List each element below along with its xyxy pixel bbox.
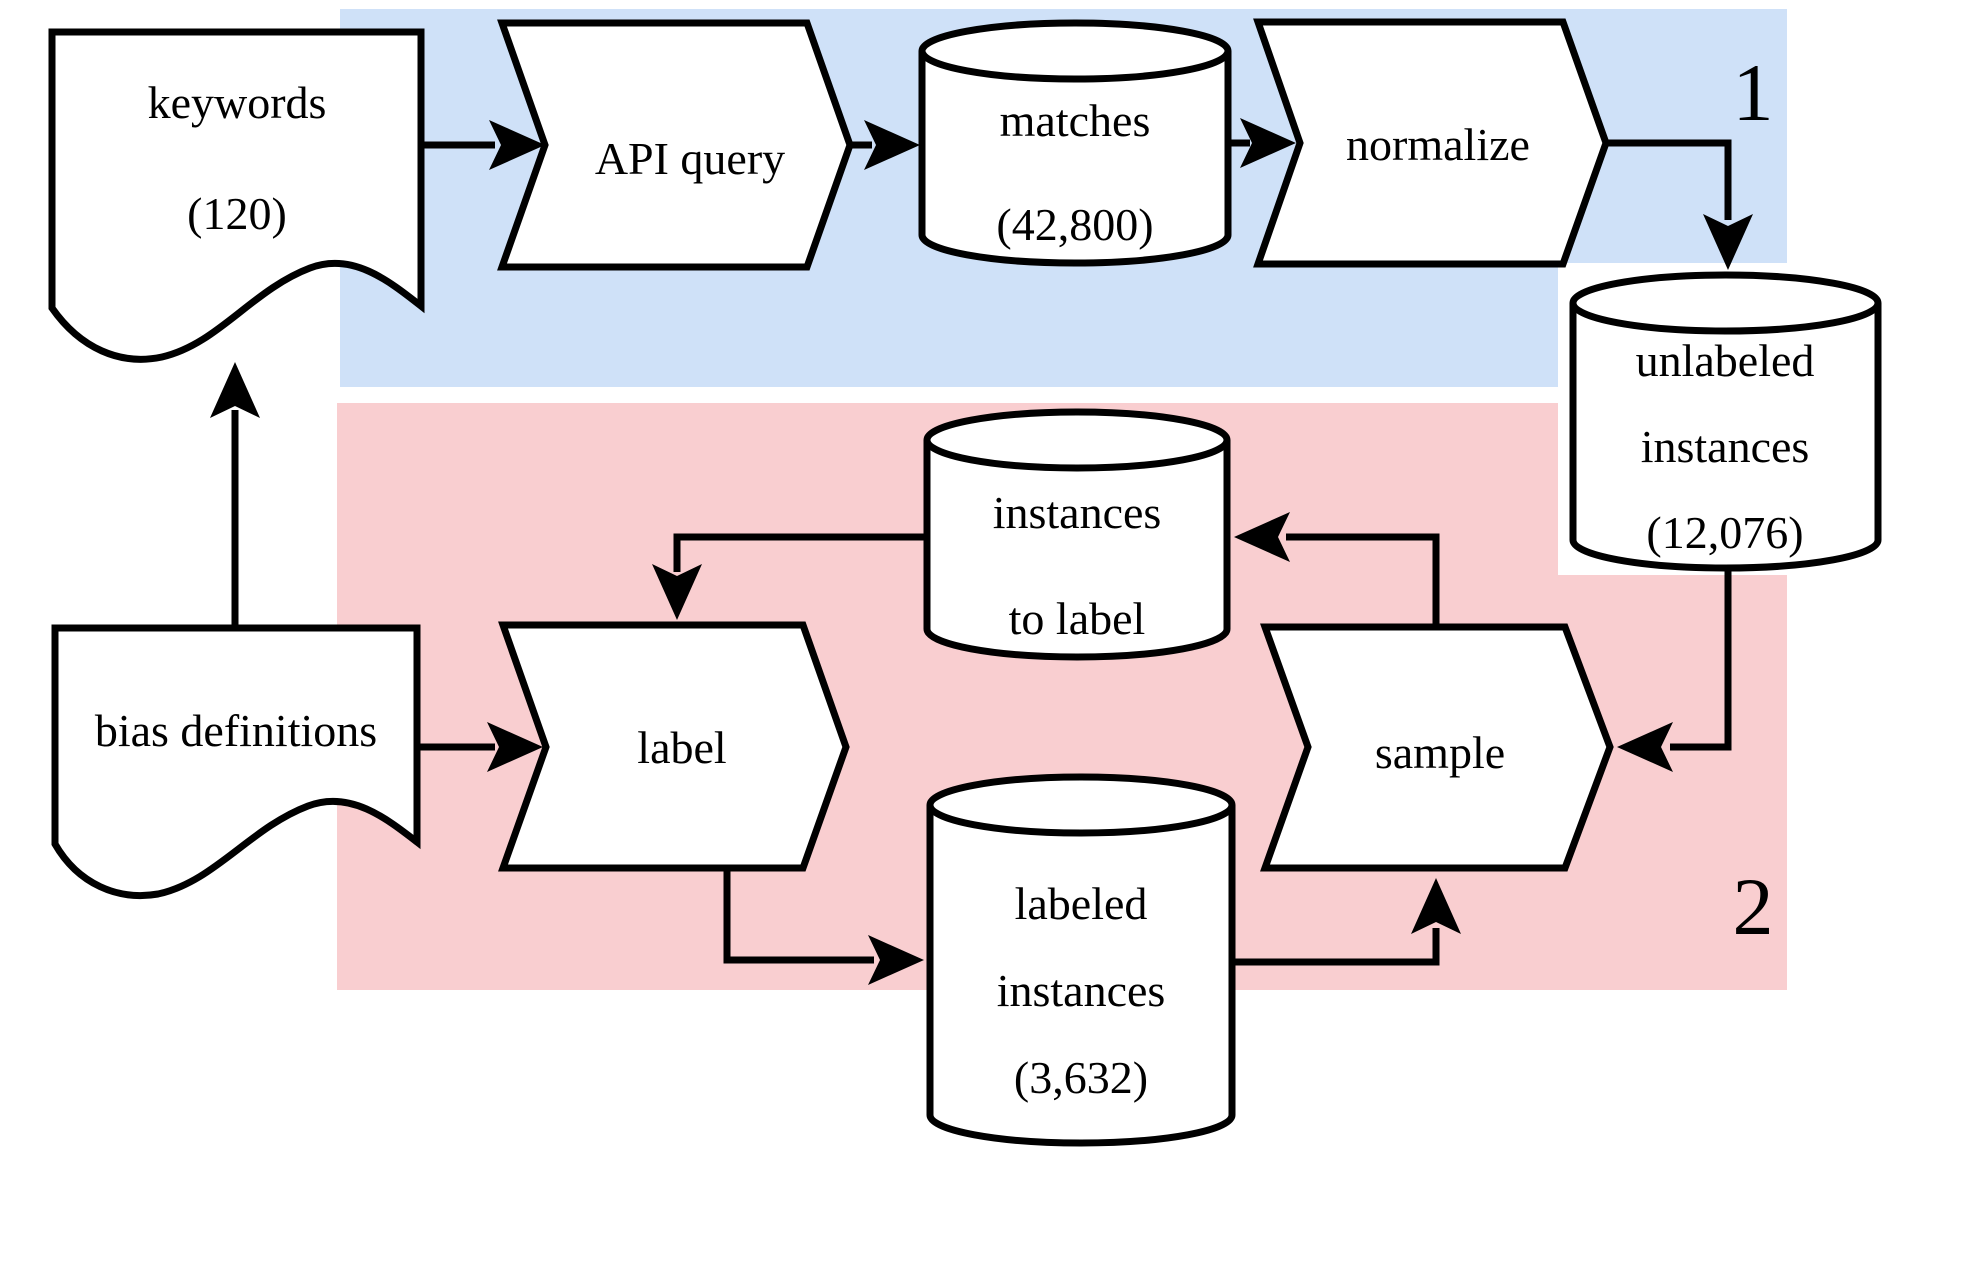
arrow-labeled-to-sample xyxy=(1232,928,1440,966)
labeled-line2: instances xyxy=(997,965,1166,1016)
cylinder-top xyxy=(923,408,1231,472)
arrowhead xyxy=(1411,878,1461,934)
node-sample: sample xyxy=(1260,623,1614,872)
arrow-normalize-to-unlabeled xyxy=(1606,139,1732,220)
node-api-query: API query xyxy=(497,19,854,271)
api-query-label: API query xyxy=(595,133,785,184)
label-process-label: label xyxy=(637,722,726,773)
node-normalize: normalize xyxy=(1253,18,1610,268)
datastore-cylinder xyxy=(918,51,1232,267)
keywords-count: (120) xyxy=(187,188,287,239)
labeled-line1: labeled xyxy=(1015,878,1148,929)
arrowhead xyxy=(652,564,702,620)
section2-number: 2 xyxy=(1733,861,1774,952)
instances-to-label-line2: to label xyxy=(1009,593,1146,644)
section1-number: 1 xyxy=(1733,47,1774,138)
node-label-process: label xyxy=(498,621,850,872)
sample-label: sample xyxy=(1375,727,1505,778)
cylinder-top xyxy=(1569,271,1882,335)
matches-count: (42,800) xyxy=(996,199,1153,250)
process-chevron xyxy=(1260,623,1614,872)
node-bias-definitions: bias definitions xyxy=(51,624,421,900)
bias-definitions-label: bias definitions xyxy=(95,705,377,756)
datastore-cylinder xyxy=(923,440,1231,661)
process-chevron xyxy=(1253,18,1610,268)
node-matches: matches (42,800) xyxy=(918,19,1232,267)
matches-label: matches xyxy=(1000,95,1151,146)
unlabeled-line1: unlabeled xyxy=(1636,335,1815,386)
arrowhead xyxy=(489,120,545,170)
arrowhead xyxy=(487,722,543,772)
cylinder-top xyxy=(918,19,1232,83)
node-keywords: keywords (120) xyxy=(48,28,425,363)
arrow-sample-to-instancestolabel xyxy=(1286,533,1440,627)
arrowhead xyxy=(864,120,920,170)
arrowhead xyxy=(868,935,924,985)
unlabeled-count: (12,076) xyxy=(1646,507,1803,558)
datastore-cylinder xyxy=(926,805,1236,1147)
process-chevron xyxy=(498,621,850,872)
datastore-cylinder xyxy=(1569,303,1882,572)
arrowhead xyxy=(210,362,260,418)
arrow-label-to-labeled xyxy=(723,868,874,964)
document-shape xyxy=(51,624,421,900)
normalize-label: normalize xyxy=(1346,119,1530,170)
arrows xyxy=(210,118,1753,985)
instances-to-label-line1: instances xyxy=(993,487,1162,538)
unlabeled-line2: instances xyxy=(1641,421,1810,472)
arrowhead xyxy=(1617,722,1673,772)
arrowhead xyxy=(1240,118,1296,168)
document-shape xyxy=(48,28,425,363)
keywords-label: keywords xyxy=(148,77,327,128)
node-instances-to-label: instances to label xyxy=(923,408,1231,661)
process-chevron xyxy=(497,19,854,271)
cylinder-top xyxy=(926,773,1236,837)
node-unlabeled-instances: unlabeled instances (12,076) xyxy=(1569,271,1882,572)
arrow-instancestolabel-to-label xyxy=(673,533,927,572)
arrowhead xyxy=(1234,512,1290,562)
arrowhead xyxy=(1703,214,1753,270)
labeled-count: (3,632) xyxy=(1014,1052,1148,1103)
node-labeled-instances: labeled instances (3,632) xyxy=(926,773,1236,1147)
arrow-unlabeled-to-sample xyxy=(1670,560,1732,751)
